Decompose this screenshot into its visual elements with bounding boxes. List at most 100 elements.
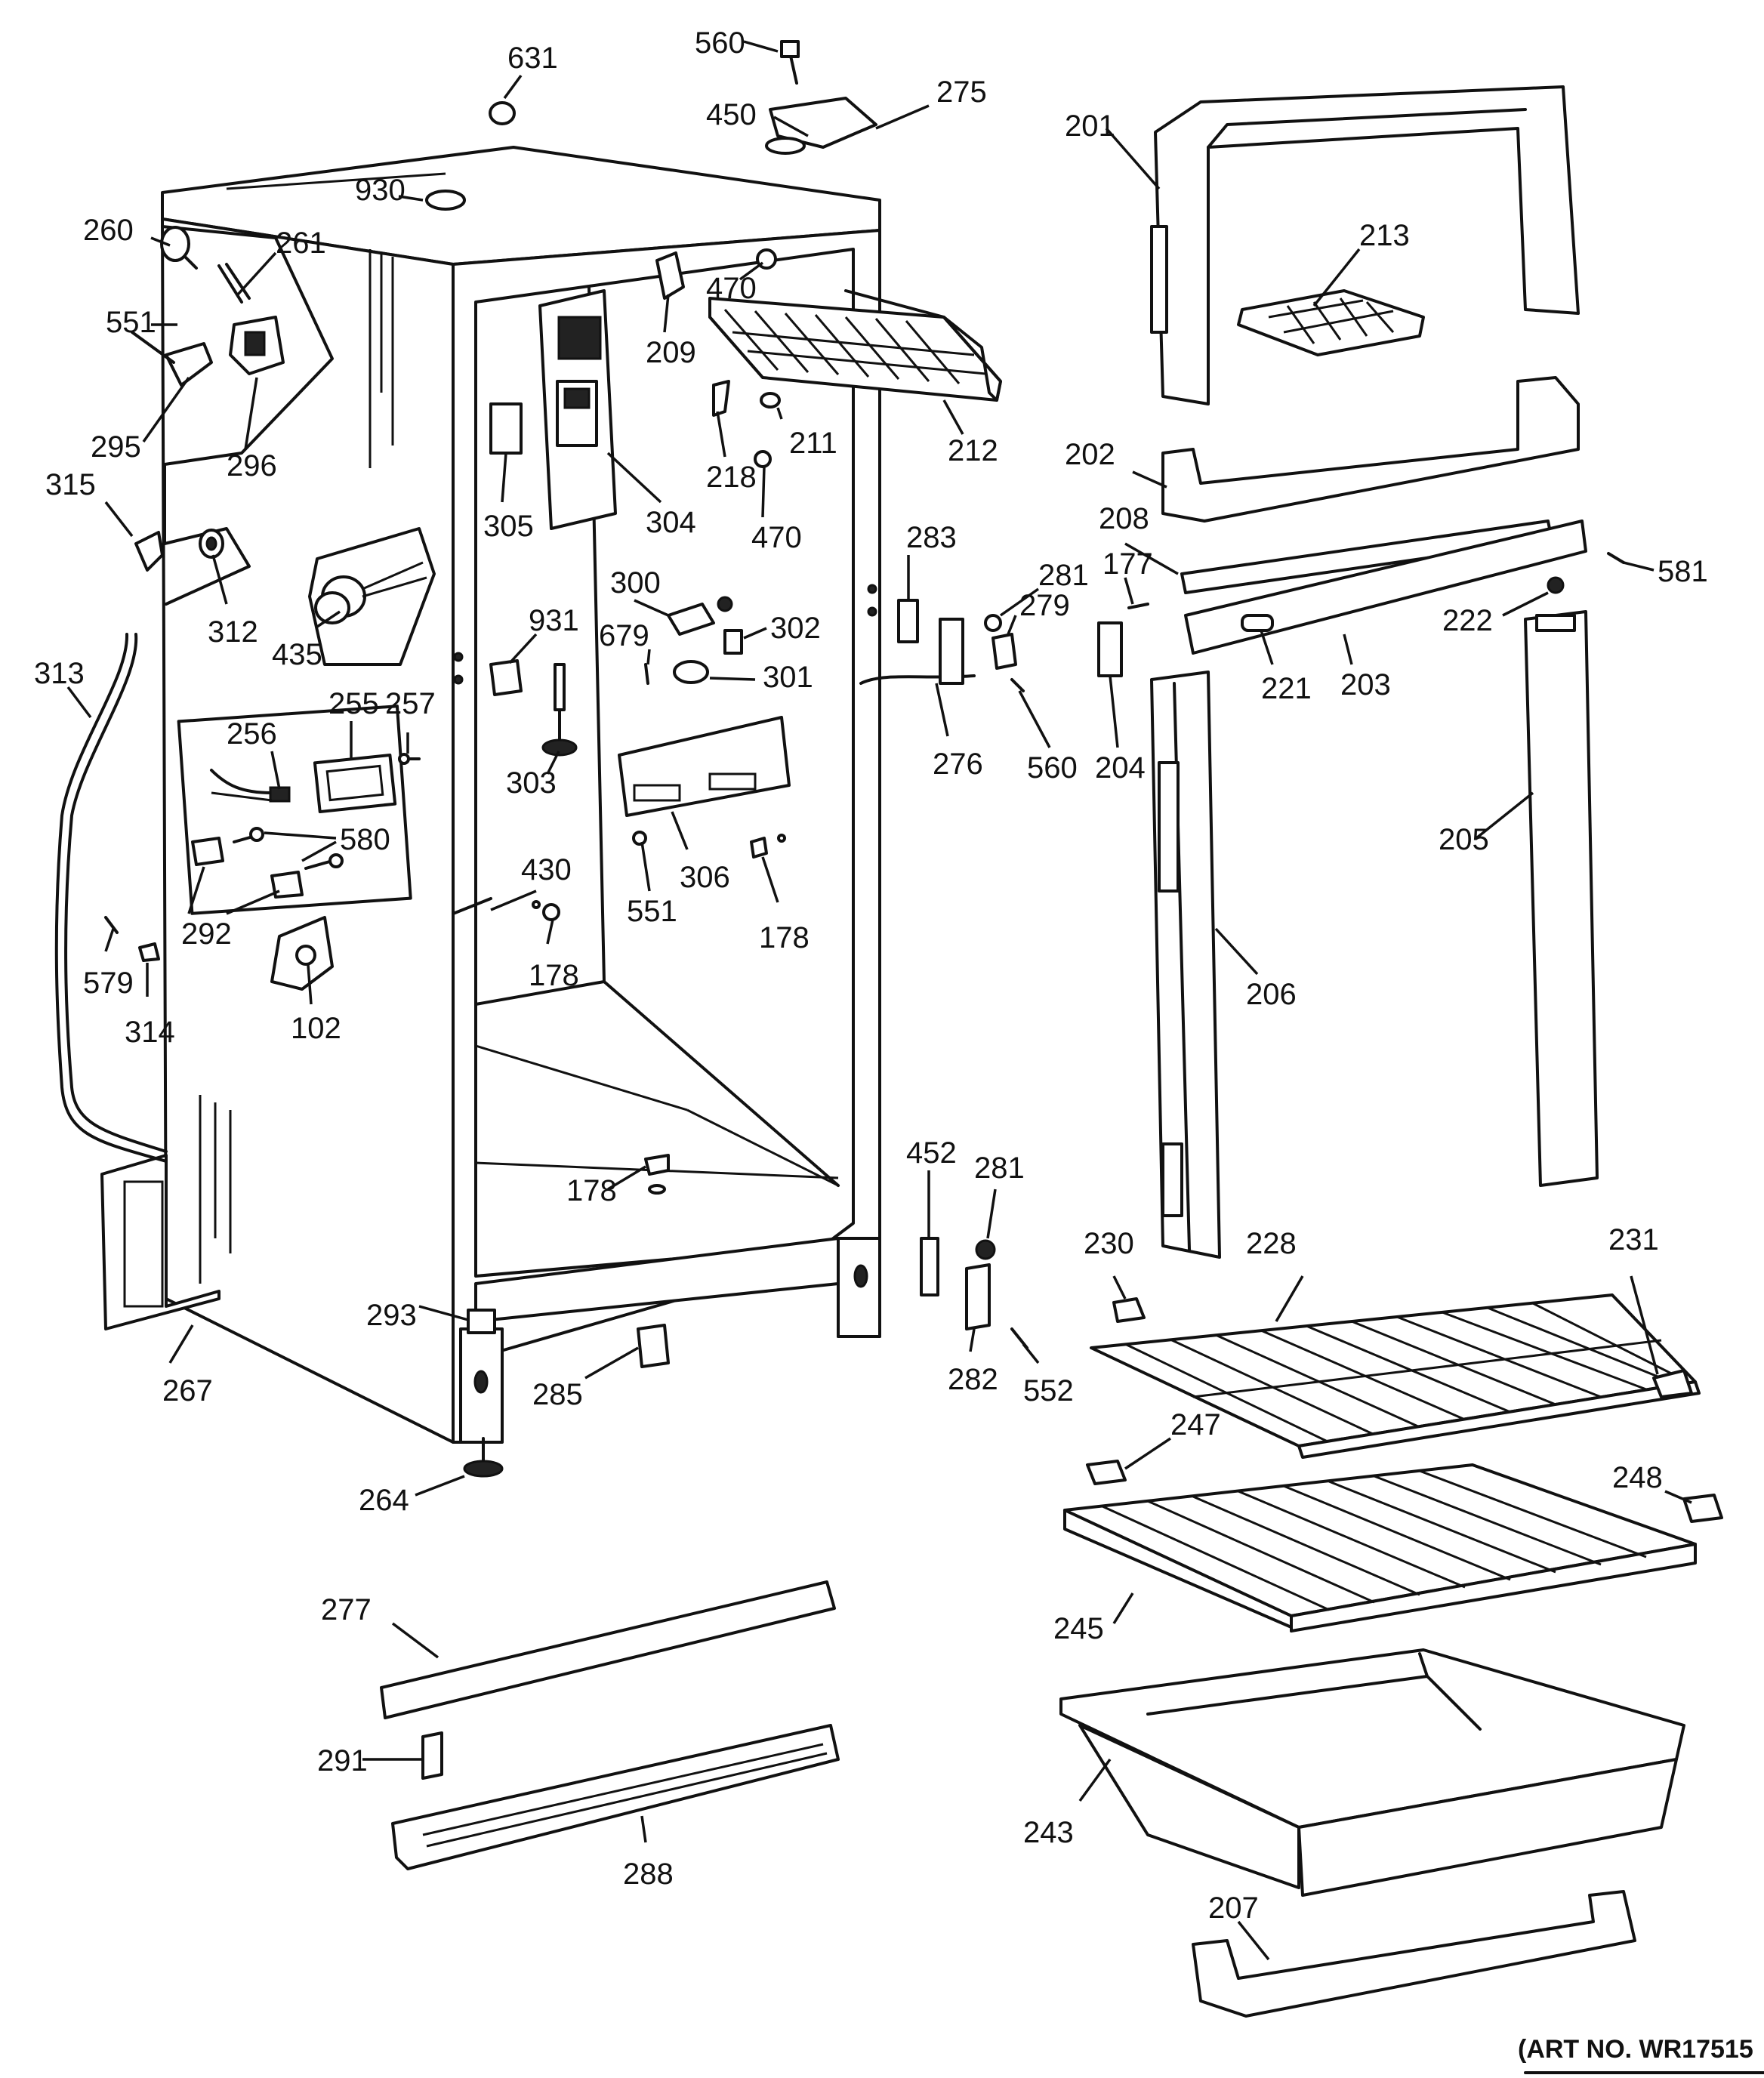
top-hardware (425, 40, 877, 468)
cabinet-body (161, 146, 881, 1444)
label-581: 581 (1658, 555, 1708, 588)
label-255: 255 (328, 687, 379, 720)
hinge-parts (859, 599, 1149, 1349)
label-470-b: 470 (751, 521, 802, 554)
label-293: 293 (366, 1299, 417, 1332)
label-245: 245 (1053, 1612, 1104, 1645)
label-206: 206 (1246, 978, 1297, 1011)
label-283: 283 (906, 521, 957, 554)
label-315: 315 (45, 468, 96, 501)
label-305: 305 (483, 510, 534, 543)
label-218: 218 (706, 461, 757, 494)
label-178-c: 178 (566, 1174, 617, 1207)
label-178: 178 (759, 921, 810, 954)
label-580: 580 (340, 823, 390, 856)
label-275: 275 (936, 76, 987, 109)
label-302: 302 (770, 612, 821, 645)
door-side-206 (1150, 671, 1221, 1259)
freezer-shelf-212 (708, 289, 1002, 402)
label-178-b: 178 (529, 959, 579, 992)
label-248: 248 (1612, 1461, 1663, 1494)
label-301: 301 (763, 661, 813, 694)
label-306: 306 (680, 861, 730, 894)
label-207: 207 (1208, 1891, 1259, 1925)
label-221: 221 (1261, 672, 1312, 705)
label-230: 230 (1084, 1227, 1134, 1260)
label-295: 295 (91, 430, 141, 464)
label-303: 303 (506, 766, 557, 800)
cabinet-interior-parts (452, 289, 791, 1195)
label-276: 276 (933, 748, 983, 781)
label-285: 285 (532, 1378, 583, 1411)
label-279: 279 (1019, 589, 1070, 622)
label-264: 264 (359, 1484, 409, 1517)
door-frame-201 (1150, 85, 1580, 405)
label-247: 247 (1170, 1408, 1221, 1441)
label-679: 679 (599, 619, 649, 652)
label-277: 277 (321, 1593, 372, 1626)
lower-hardware (463, 1309, 670, 1478)
label-228: 228 (1246, 1227, 1297, 1260)
label-470: 470 (706, 272, 757, 305)
door-trim-203 (1184, 520, 1625, 655)
label-281: 281 (1038, 559, 1089, 592)
label-931: 931 (529, 604, 579, 637)
label-260: 260 (83, 214, 134, 247)
leader-lines (66, 40, 1692, 1961)
label-296: 296 (227, 449, 277, 483)
label-930: 930 (355, 174, 406, 207)
label-243: 243 (1023, 1816, 1074, 1849)
label-435: 435 (272, 638, 322, 671)
shelf-clips (1086, 1297, 1723, 1523)
label-292: 292 (181, 917, 232, 951)
ice-tray-213 (1237, 289, 1425, 356)
label-261: 261 (276, 227, 326, 260)
label-300: 300 (610, 566, 661, 600)
label-288: 288 (623, 1858, 674, 1891)
back-panel-267 (100, 1154, 220, 1330)
label-579: 579 (83, 967, 134, 1000)
label-631: 631 (507, 42, 558, 75)
wire-shelf-228 (1090, 1293, 1701, 1459)
label-304: 304 (646, 506, 696, 539)
label-213: 213 (1359, 219, 1410, 252)
label-452: 452 (906, 1136, 957, 1170)
label-231: 231 (1608, 1223, 1659, 1256)
small-parts-left (104, 226, 427, 966)
label-102: 102 (291, 1012, 341, 1045)
label-222: 222 (1442, 604, 1493, 637)
label-314: 314 (125, 1016, 175, 1049)
base-grille-parts (380, 1580, 840, 1870)
label-201: 201 (1065, 109, 1115, 143)
label-552: 552 (1023, 1374, 1074, 1407)
label-177: 177 (1102, 547, 1153, 581)
condenser-tube-313 (54, 633, 168, 1163)
label-430: 430 (521, 853, 572, 886)
crisper-drawer-243 (1059, 1648, 1685, 1897)
door-bottom-frame-202 (1161, 376, 1580, 523)
label-211: 211 (789, 427, 837, 460)
label-313: 313 (34, 657, 85, 690)
label-202: 202 (1065, 438, 1115, 471)
label-281-b: 281 (974, 1152, 1025, 1185)
label-205: 205 (1439, 823, 1489, 856)
label-560: 560 (695, 26, 745, 60)
label-551: 551 (106, 306, 156, 339)
label-256: 256 (227, 717, 277, 751)
label-212: 212 (948, 434, 998, 467)
label-203: 203 (1340, 668, 1391, 701)
label-209: 209 (646, 336, 696, 369)
label-282: 282 (948, 1363, 998, 1396)
label-208: 208 (1099, 502, 1149, 535)
door-side-205 (1524, 610, 1599, 1187)
label-551-b: 551 (627, 895, 677, 928)
label-267: 267 (162, 1374, 213, 1407)
door-bin-207 (1192, 1890, 1636, 2018)
label-204: 204 (1095, 751, 1146, 785)
label-560-b: 560 (1027, 751, 1078, 785)
label-291: 291 (317, 1744, 368, 1777)
label-450: 450 (706, 98, 757, 131)
art-number: (ART NO. WR17515 (1518, 2035, 1753, 2064)
label-257: 257 (385, 687, 436, 720)
